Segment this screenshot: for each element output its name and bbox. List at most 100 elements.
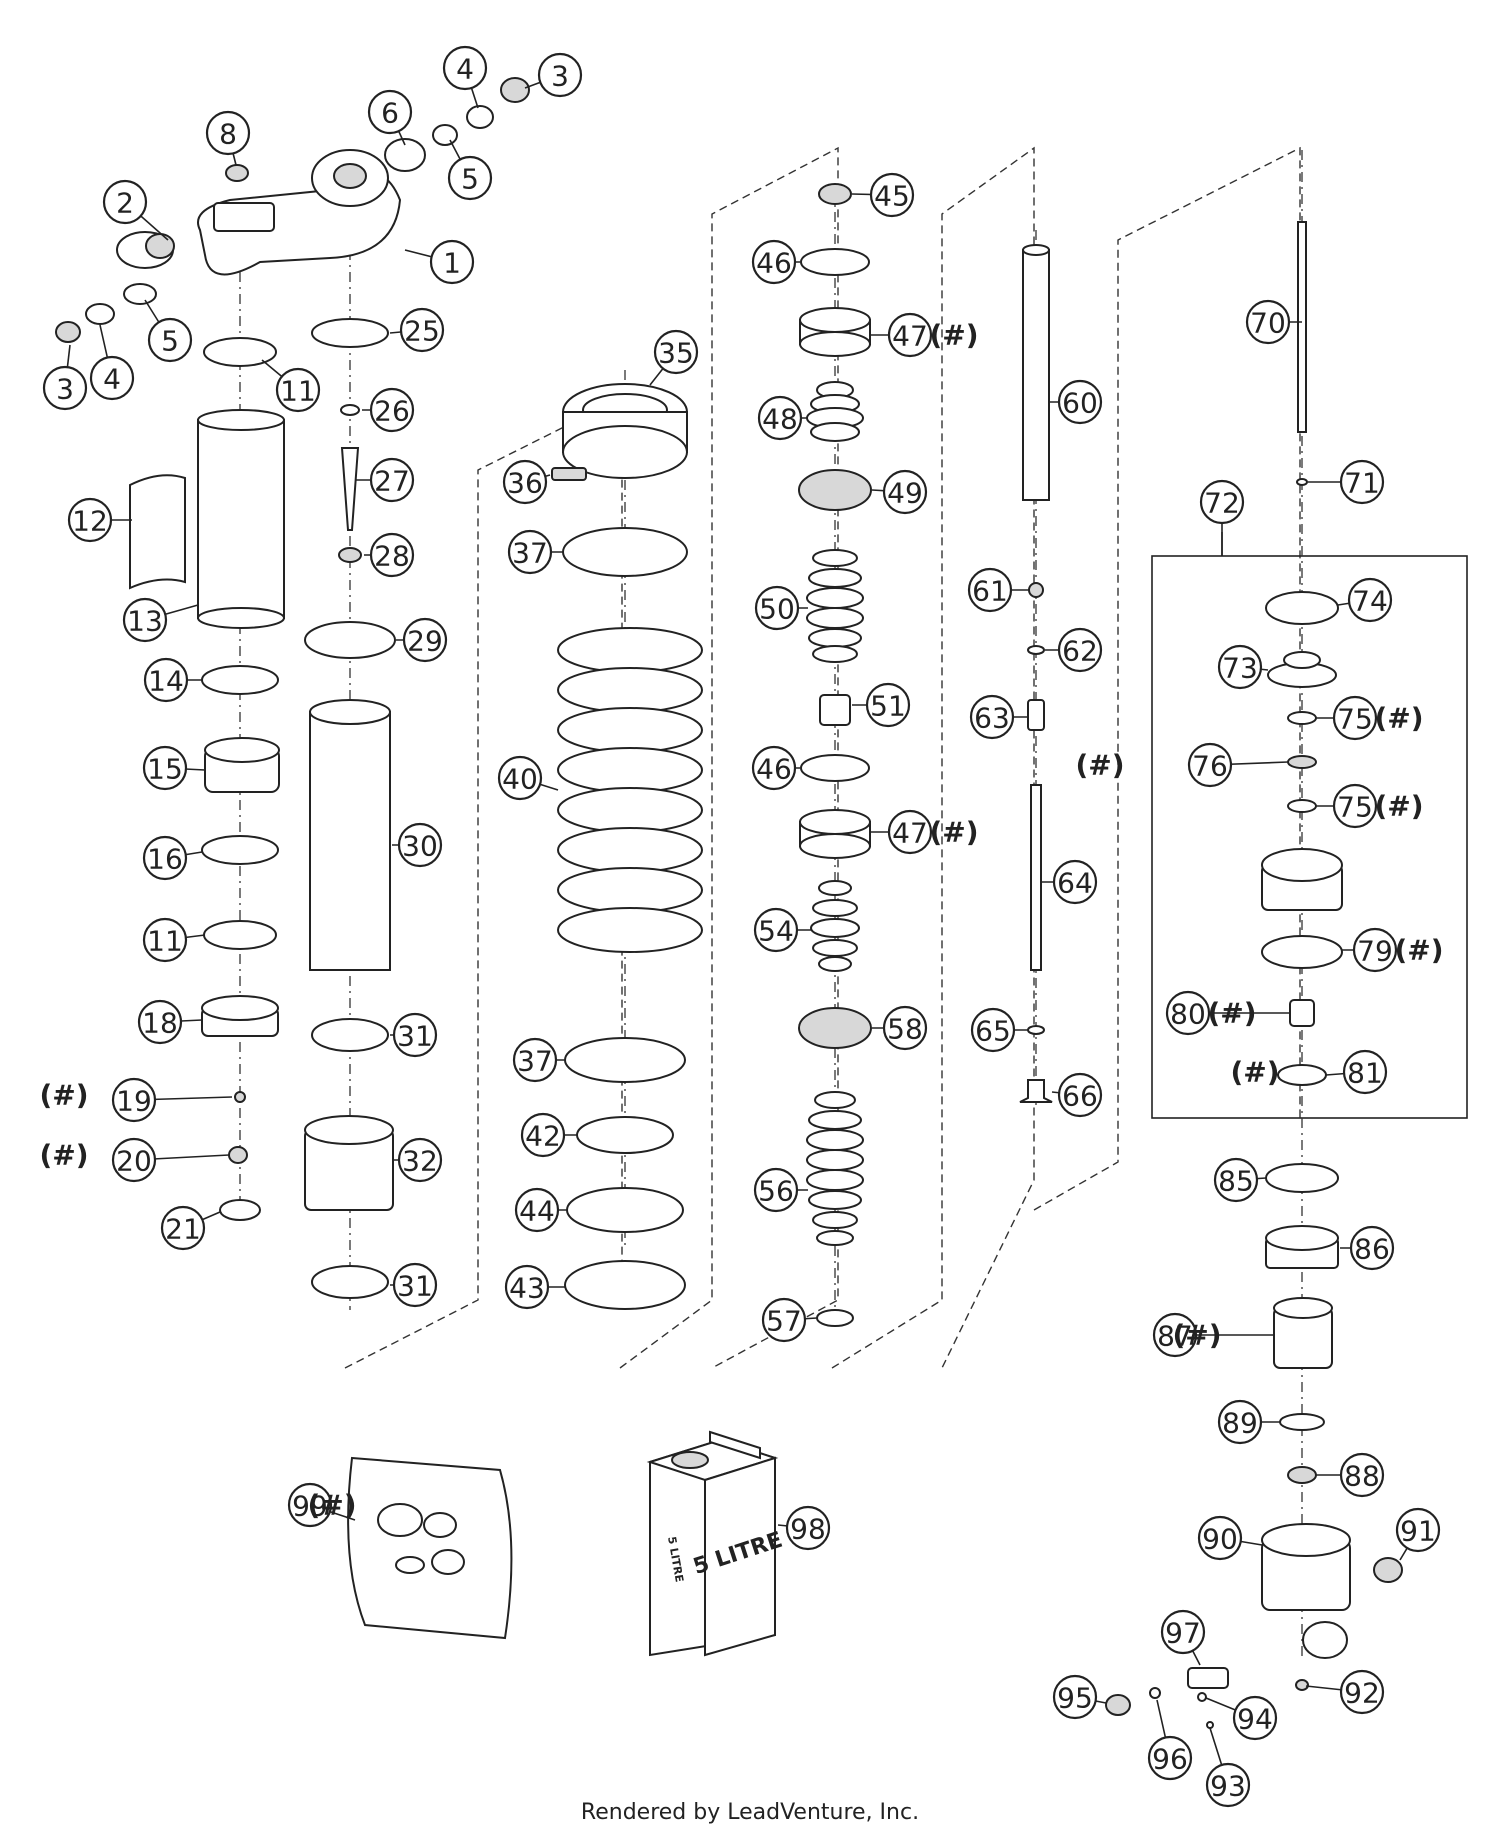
ring-76-part — [1287, 755, 1317, 769]
callout-bubble — [1165, 990, 1211, 1036]
callout-54: 54 — [753, 907, 812, 953]
callout-13: 13 — [122, 597, 199, 643]
callout-number: 72 — [1204, 487, 1240, 520]
shaft-60-part — [1022, 244, 1050, 501]
callout-96: 96 — [1147, 1699, 1193, 1781]
callout-bubble — [970, 1007, 1016, 1053]
callout-bubble — [753, 1167, 799, 1213]
callout-bubble — [369, 532, 415, 578]
callout-bubble — [1332, 783, 1378, 829]
body-30-part — [309, 699, 391, 971]
rod-64-part — [1030, 784, 1042, 971]
callout-40: 40 — [497, 755, 559, 801]
callout-57: 57 — [761, 1297, 818, 1343]
callout-63: 63 — [969, 694, 1028, 740]
callout-number: 31 — [397, 1270, 433, 1303]
callout-1: 1 — [404, 239, 475, 285]
seal-kit-bag-part — [347, 1456, 513, 1640]
cap-32-part — [304, 1115, 394, 1211]
callout-bubble — [1057, 379, 1103, 425]
callout-bubble — [1245, 299, 1291, 345]
callout-bubble — [751, 239, 797, 285]
callout-bubble — [761, 1297, 807, 1343]
callout-58: 58 — [872, 1005, 928, 1051]
callout-28: 28 — [364, 532, 415, 578]
piston-73-part — [1267, 651, 1337, 688]
callout-bubble — [1232, 1695, 1278, 1741]
callout-72: 72 — [1199, 479, 1245, 556]
callout-89: 89 — [1217, 1399, 1280, 1445]
callout-number: 11 — [147, 925, 183, 958]
callout-88: 88 — [1316, 1452, 1385, 1498]
callout-76: 76(#) — [1075, 742, 1289, 788]
oil-can-part — [646, 1430, 779, 1657]
callout-bubble — [1395, 1507, 1441, 1553]
callout-95: 95 — [1052, 1674, 1107, 1720]
callout-number: 85 — [1218, 1165, 1254, 1198]
ring-96-part — [1149, 1687, 1161, 1699]
callout-bubble — [67, 497, 113, 543]
nut-3-part — [500, 77, 530, 103]
callout-number: 36 — [507, 467, 543, 500]
callout-99: 99(#) — [287, 1482, 357, 1528]
callout-bubble — [367, 89, 413, 135]
callout-bubble — [142, 917, 188, 963]
callout-bubble — [785, 1505, 831, 1551]
callout-number: 54 — [758, 915, 794, 948]
callout-number: 16 — [147, 843, 183, 876]
callout-bubble — [122, 597, 168, 643]
hash-marker: (#) — [1207, 997, 1256, 1030]
callout-number: 4 — [456, 53, 474, 86]
callout-46: 46 — [751, 745, 800, 791]
callout-bubble — [1160, 1609, 1206, 1655]
callout-number: 58 — [887, 1013, 923, 1046]
screw-92-part — [1295, 1679, 1309, 1691]
ring-5-part — [432, 124, 458, 146]
hash-marker: (#) — [929, 319, 978, 352]
callout-number: 76 — [1192, 750, 1228, 783]
callout-number: 79 — [1357, 935, 1393, 968]
callout-37: 37 — [512, 1037, 565, 1083]
callout-bubble — [142, 835, 188, 881]
callout-bubble — [402, 617, 448, 663]
shock-top-mount-part — [197, 149, 402, 276]
shims-48-part — [806, 381, 864, 442]
callout-number: 48 — [762, 403, 798, 436]
clip-29-part — [304, 621, 396, 659]
callout-71: 71 — [1308, 459, 1385, 505]
callout-bubble — [1057, 1072, 1103, 1118]
callout-number: 63 — [974, 702, 1010, 735]
callout-bubble — [1217, 644, 1263, 690]
oring-31b-part — [311, 1265, 389, 1299]
seat-37b-part — [564, 1037, 686, 1083]
callout-bubble — [653, 329, 699, 375]
callout-bubble — [275, 367, 321, 413]
cap-66-part — [1019, 1079, 1053, 1103]
callout-bubble — [111, 1077, 157, 1123]
callout-number: 3 — [56, 373, 74, 406]
callout-number: 88 — [1344, 1460, 1380, 1493]
oring-11b-part — [203, 920, 277, 950]
callout-75: 75(#) — [1316, 783, 1424, 829]
piston-15-part — [204, 737, 280, 793]
callout-number: 25 — [404, 315, 440, 348]
callout-number: 66 — [1062, 1080, 1098, 1113]
callout-37: 37 — [507, 529, 563, 575]
callout-number: 5 — [161, 325, 179, 358]
callout-bubble — [111, 1137, 157, 1183]
callout-bubble — [1352, 927, 1398, 973]
callout-5: 5 — [144, 299, 193, 363]
callout-42: 42 — [520, 1112, 577, 1158]
callout-26: 26 — [362, 387, 415, 433]
callout-number: 37 — [512, 537, 548, 570]
needle-27-part — [340, 447, 360, 531]
callout-79: 79(#) — [1342, 927, 1444, 973]
callout-number: 57 — [766, 1305, 802, 1338]
screw-36-part — [551, 467, 587, 481]
hash-marker: (#) — [929, 816, 978, 849]
callout-bubble — [369, 387, 415, 433]
eyelet-90-part — [1261, 1523, 1351, 1659]
callout-bubble — [89, 355, 135, 401]
callout-bubble — [1187, 742, 1233, 788]
footer-credit: Rendered by LeadVenture, Inc. — [580, 1800, 920, 1825]
